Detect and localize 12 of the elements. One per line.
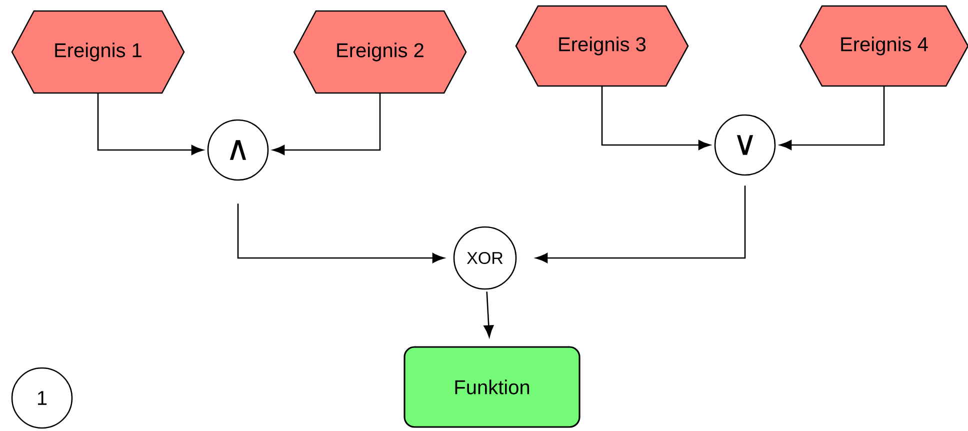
arrow <box>536 186 746 263</box>
arrow <box>780 86 885 150</box>
arrow <box>601 86 710 150</box>
event-hexagon: Ereignis 4 <box>799 5 968 87</box>
event-hexagon: Ereignis 1 <box>11 10 185 94</box>
arrow <box>237 204 444 263</box>
arrow <box>484 292 494 338</box>
event-hexagon: Ereignis 2 <box>293 10 467 94</box>
event-hexagon: Ereignis 3 <box>515 5 689 87</box>
function-box: Funktion <box>404 346 580 428</box>
arrow <box>272 93 381 155</box>
arrow <box>97 93 204 155</box>
